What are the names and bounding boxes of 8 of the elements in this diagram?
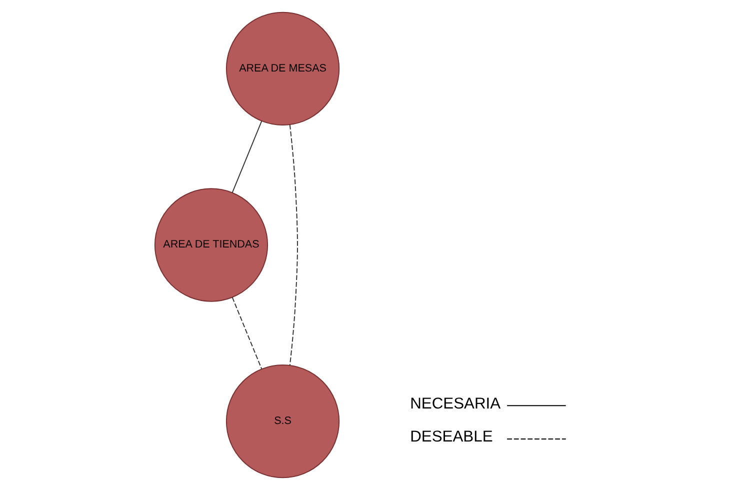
node-circle: AREA DE MESAS: [225, 12, 340, 126]
legend-label: NECESARIA: [410, 395, 500, 412]
node-circle: AREA DE TIENDAS: [154, 188, 268, 302]
connector: [288, 124, 298, 366]
connector: [231, 120, 262, 194]
legend-label: DESEABLE: [410, 428, 492, 446]
node-circle: S.S: [225, 364, 340, 478]
connector: [231, 296, 262, 370]
